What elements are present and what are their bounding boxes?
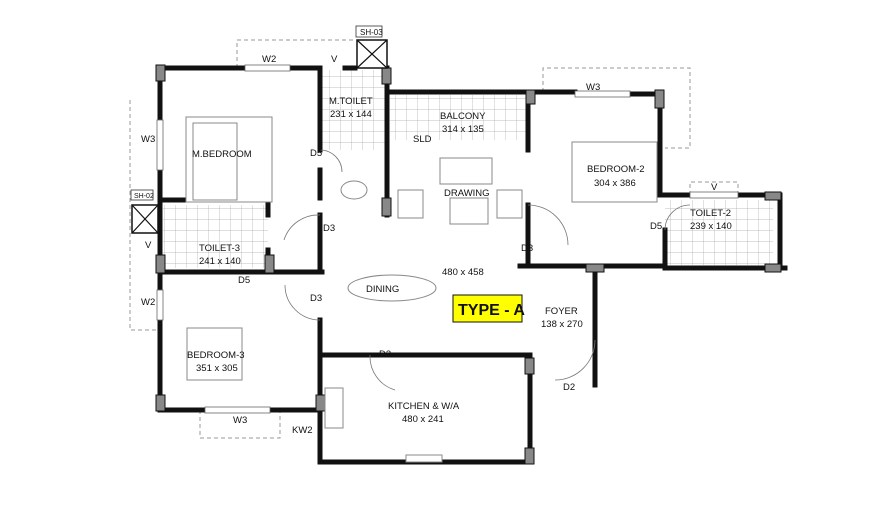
label-d5-toilet3: D5 xyxy=(238,275,250,286)
label-w3-bottom: W3 xyxy=(233,415,247,426)
m-toilet-floor xyxy=(322,70,387,150)
room-bedroom-3: BEDROOM-3 xyxy=(187,350,245,361)
label-d3-bed3: D3 xyxy=(310,293,322,304)
room-m-bedroom: M.BEDROOM xyxy=(192,149,252,160)
tag-box-sh02 xyxy=(130,189,154,201)
type-label: TYPE - A xyxy=(458,302,525,319)
toilet-2-floor xyxy=(665,200,773,265)
room-toilet-2: TOILET-2 xyxy=(690,208,731,219)
label-w2-left: W2 xyxy=(141,297,155,308)
room-drawing: DRAWING xyxy=(444,188,490,199)
label-d3-bed2: D3 xyxy=(521,243,533,254)
doors xyxy=(283,149,691,391)
columns xyxy=(155,64,782,465)
furniture xyxy=(185,116,658,463)
sunshade-left xyxy=(129,100,157,331)
label-v-left: V xyxy=(145,240,152,251)
room-kitchen: KITCHEN & W/A xyxy=(388,401,460,412)
window-w3-bottom xyxy=(204,406,271,414)
window-w2-top xyxy=(244,64,291,72)
label-d3-mbed: D3 xyxy=(323,223,335,234)
dining-table xyxy=(347,274,437,302)
label-w3-left: W3 xyxy=(141,134,155,145)
room-foyer: FOYER xyxy=(545,306,578,317)
sunshade-bottom xyxy=(199,410,281,439)
ledge-toilet2 xyxy=(689,181,739,195)
tag-sh03: SH-03 xyxy=(360,28,383,37)
room-bedroom-3-size: 351 x 305 xyxy=(196,363,238,374)
label-w3-bed2: W3 xyxy=(586,82,600,93)
room-dining: DINING xyxy=(366,284,399,295)
room-balcony-size: 314 x 135 xyxy=(442,124,484,135)
label-sld: SLD xyxy=(413,134,432,145)
label-w2-top: W2 xyxy=(262,54,276,65)
window-v-toilet2 xyxy=(689,191,739,199)
room-bedroom-2-size: 304 x 386 xyxy=(594,178,636,189)
label-d5-toilet2: D5 xyxy=(650,221,662,232)
room-m-toilet: M.TOILET xyxy=(329,96,373,107)
room-toilet-3: TOILET-3 xyxy=(199,243,240,254)
room-dining-size: 480 x 458 xyxy=(442,267,484,278)
label-v-top: V xyxy=(331,54,338,65)
label-v-toilet2: V xyxy=(711,182,718,193)
tag-sh02: SH-02 xyxy=(134,193,154,200)
label-d5-mtoilet: D5 xyxy=(310,148,322,159)
room-bedroom-2: BEDROOM-2 xyxy=(587,164,645,175)
room-kitchen-size: 480 x 241 xyxy=(402,414,444,425)
room-toilet-2-size: 239 x 140 xyxy=(690,221,732,232)
room-balcony: BALCONY xyxy=(440,111,486,122)
toilet-3-floor xyxy=(163,205,268,268)
sunshade-bed2 xyxy=(542,67,691,149)
room-foyer-size: 138 x 270 xyxy=(541,319,583,330)
window-w3-bed2 xyxy=(574,90,631,98)
type-badge xyxy=(452,294,523,323)
room-m-toilet-size: 231 x 144 xyxy=(330,109,372,120)
sunshade-top xyxy=(236,39,355,68)
window-w3-left xyxy=(156,119,164,171)
label-d2: D2 xyxy=(563,382,575,393)
label-kw2: KW2 xyxy=(292,425,313,436)
room-toilet-3-size: 241 x 140 xyxy=(199,256,241,267)
window-w2-left xyxy=(156,289,164,321)
balcony-floor xyxy=(390,95,528,140)
tag-box-sh03 xyxy=(355,25,383,38)
label-d3-kitchen: D3 xyxy=(379,349,391,360)
